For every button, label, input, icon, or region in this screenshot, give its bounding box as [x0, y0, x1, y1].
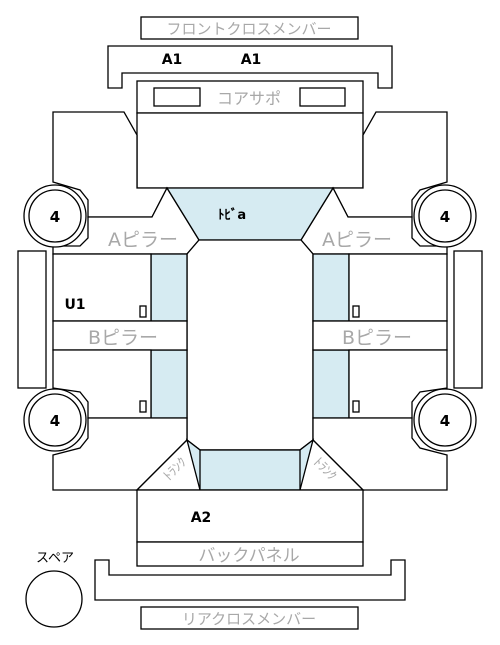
rear-cross-member-box[interactable]: [140, 606, 359, 630]
rear-side-window-left[interactable]: [150, 349, 188, 419]
a-pillar-right-label: Aピラー: [322, 229, 392, 251]
rear-side-window-right[interactable]: [312, 349, 350, 419]
tire-front-left-inner: [28, 189, 82, 243]
front-door-right[interactable]: [348, 253, 448, 322]
front-door-right-handle: [352, 305, 360, 318]
rear-door-right-handle: [352, 400, 360, 413]
headlight-right[interactable]: [299, 87, 346, 107]
tire-rear-left-label: 4: [50, 412, 60, 430]
b-pillar-right-label: Bピラー: [342, 327, 412, 349]
side-sill-right[interactable]: [453, 250, 483, 389]
front-bumper[interactable]: [107, 45, 393, 89]
back-panel-label: バックパネル: [198, 546, 299, 566]
front-side-window-right[interactable]: [312, 253, 350, 322]
tire-rear-left-inner: [28, 393, 82, 447]
b-pillar-left-label: Bピラー: [88, 327, 158, 349]
spare-label: スペア: [36, 551, 74, 566]
a2-label: A2: [191, 510, 212, 526]
a1-right-label: A1: [241, 52, 262, 68]
front-door-left[interactable]: [52, 253, 152, 322]
b-pillar-left[interactable]: [52, 320, 188, 351]
front-door-left-handle: [139, 305, 147, 318]
headlight-left[interactable]: [153, 87, 201, 107]
rear-quarter-left[interactable]: [52, 417, 188, 491]
spare-tire[interactable]: [25, 570, 83, 628]
u1-label: U1: [64, 297, 85, 313]
front-cross-member-box[interactable]: [140, 16, 359, 40]
hood[interactable]: [136, 112, 364, 189]
rear-quarter-right[interactable]: [312, 417, 448, 491]
side-sill-left[interactable]: [17, 250, 47, 389]
back-panel-box[interactable]: [136, 541, 364, 567]
roof[interactable]: [186, 239, 314, 451]
trunk-lid[interactable]: [136, 489, 364, 543]
core-support-label: コアサポ: [217, 89, 281, 108]
b-pillar-right[interactable]: [312, 320, 448, 351]
front-cross-member-label: フロントクロスメンバー: [166, 20, 331, 38]
rear-door-left-handle: [139, 400, 147, 413]
tire-front-right-inner: [418, 189, 472, 243]
a-pillar-left-label: Aピラー: [108, 229, 178, 251]
tire-rear-right-inner: [418, 393, 472, 447]
rear-bumper[interactable]: [94, 559, 406, 601]
tire-front-right-label: 4: [440, 208, 450, 226]
rear-window[interactable]: [199, 449, 301, 491]
front-side-window-left[interactable]: [150, 253, 188, 322]
tire-rear-right-label: 4: [440, 412, 450, 430]
tire-front-left-label: 4: [50, 208, 60, 226]
rear-cross-member-label: リアクロスメンバー: [182, 610, 316, 628]
roof-code-label: ﾄﾋﾞa: [218, 207, 246, 223]
a1-left-label: A1: [162, 52, 183, 68]
